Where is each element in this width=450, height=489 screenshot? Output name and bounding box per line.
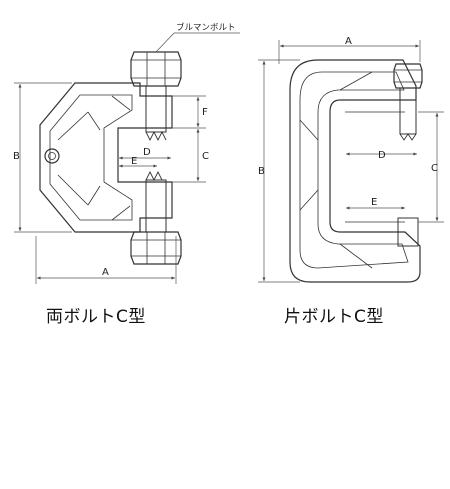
top-bolt-head-icon	[130, 51, 182, 87]
single-bolt-head-icon	[393, 63, 423, 89]
single-bolt-dim-e: E	[371, 197, 377, 208]
single-bolt-dim-a: A	[345, 36, 352, 47]
single-bolt-dim-c: C	[431, 163, 438, 174]
single-bolt-dimensions	[258, 40, 444, 283]
single-bolt-clamp	[289, 59, 423, 283]
double-bolt-caption: 両ボルトC型	[46, 307, 146, 327]
bull-bolt-callout: ブルマンボルト	[176, 22, 236, 33]
double-bolt-dim-b: B	[13, 151, 20, 162]
double-bolt-body-outline	[39, 82, 173, 233]
single-bolt-body-inner	[299, 71, 409, 269]
double-bolt-dim-a: A	[102, 267, 109, 278]
single-bolt-dim-b: B	[258, 166, 265, 177]
single-bolt-dim-d: D	[378, 150, 386, 161]
double-bolt-dim-c: C	[202, 151, 209, 162]
single-bolt-body-outline	[289, 59, 421, 283]
double-bolt-dim-e: E	[131, 156, 137, 167]
single-bolt-caption: 片ボルトC型	[284, 307, 384, 327]
bottom-bolt-head-icon	[130, 231, 182, 265]
double-bolt-dim-d: D	[143, 147, 151, 158]
double-bolt-body-inner	[49, 94, 133, 221]
double-bolt-dimensions	[14, 32, 240, 284]
double-bolt-dim-f: F	[202, 107, 208, 118]
double-bolt-clamp	[39, 51, 182, 265]
mounting-hole-icon	[44, 148, 60, 164]
